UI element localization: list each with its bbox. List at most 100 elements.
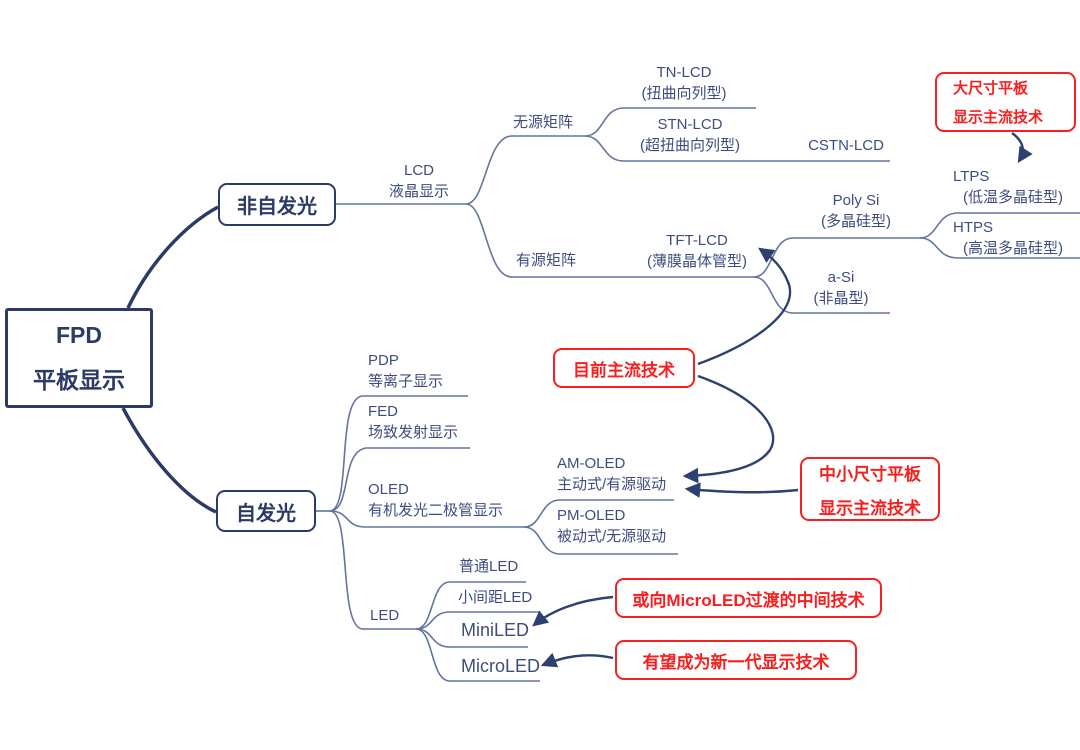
arrow-nextgen-to-microled <box>540 652 614 668</box>
oled-subtitle: 有机发光二极管显示 <box>368 502 504 519</box>
arrow-largepanel-to-ltps <box>1011 132 1033 163</box>
line-led-ordinary <box>415 581 526 630</box>
cstn-lcd-title: CSTN-LCD <box>808 137 884 154</box>
node-pdp[interactable]: PDP 等离子显示 <box>368 350 443 392</box>
pdp-subtitle: 等离子显示 <box>368 373 444 390</box>
passive-matrix-label: 无源矩阵 <box>512 114 574 131</box>
lcd-subtitle: 液晶显示 <box>388 183 450 200</box>
pm-oled-subtitle: 被动式/无源驱动 <box>557 528 667 545</box>
line-emissive-led <box>329 510 416 630</box>
pm-oled-title: PM-OLED <box>557 507 626 524</box>
am-oled-title: AM-OLED <box>557 455 626 472</box>
annotation-large-panel[interactable]: 大尺寸平板 显示主流技术 <box>935 72 1076 132</box>
htps-title: HTPS <box>953 219 994 236</box>
node-led[interactable]: LED <box>370 605 399 626</box>
node-poly-si[interactable]: Poly Si (多晶硅型) <box>821 190 891 232</box>
tft-lcd-subtitle: (薄膜晶体管型) <box>647 253 747 270</box>
node-tft-lcd[interactable]: TFT-LCD (薄膜晶体管型) <box>647 230 747 272</box>
node-emissive[interactable]: 自发光 <box>216 490 316 532</box>
led-title: LED <box>370 607 400 624</box>
root-subtitle: 平板显示 <box>33 366 125 393</box>
line-tft-asi <box>753 276 890 314</box>
poly-si-title: Poly Si <box>832 192 880 209</box>
node-non-emissive[interactable]: 非自发光 <box>218 183 336 226</box>
node-ordinary-led[interactable]: 普通LED <box>459 556 518 577</box>
node-fine-pitch-led[interactable]: 小间距LED <box>458 587 532 608</box>
node-htps[interactable]: HTPS (高温多晶硅型) <box>953 217 1063 259</box>
line-led-micro <box>415 628 540 682</box>
stn-lcd-subtitle: (超扭曲向列型) <box>640 137 740 154</box>
am-oled-subtitle: 主动式/有源驱动 <box>557 476 667 493</box>
non-emissive-label: 非自发光 <box>237 196 317 218</box>
microled-transition-label: 或向MicroLED过渡的中间技术 <box>632 590 865 610</box>
mini-led-title: MiniLED <box>461 620 530 640</box>
curve-root-to-emissive <box>121 407 217 514</box>
stn-lcd-title: STN-LCD <box>657 116 723 133</box>
root-branch-curves <box>121 205 219 514</box>
large-panel-line2: 显示主流技术 <box>953 109 1044 126</box>
root-title: FPD <box>56 321 102 348</box>
tn-lcd-title: TN-LCD <box>656 64 712 81</box>
branch-lines <box>316 107 1080 682</box>
emissive-label: 自发光 <box>236 502 296 525</box>
arrow-smallmedium-to-amoled <box>684 482 799 498</box>
annotation-current-mainstream[interactable]: 目前主流技术 <box>553 348 695 388</box>
node-mini-led[interactable]: MiniLED <box>461 618 529 642</box>
line-passive-tn <box>584 107 756 137</box>
active-matrix-label: 有源矩阵 <box>515 252 577 269</box>
line-emissive-fed <box>329 447 470 512</box>
line-emissive-pdp <box>329 395 468 512</box>
line-oled-pmoled <box>523 526 678 555</box>
ltps-title: LTPS <box>953 168 990 185</box>
node-stn-lcd[interactable]: STN-LCD (超扭曲向列型) <box>640 114 740 156</box>
line-lcd-active-tft <box>465 203 754 278</box>
line-oled-amoled <box>523 499 674 528</box>
fine-pitch-led-title: 小间距LED <box>458 589 533 606</box>
line-led-finepitch <box>415 611 540 630</box>
annotation-microled-transition[interactable]: 或向MicroLED过渡的中间技术 <box>615 578 882 618</box>
curve-root-to-non-emissive <box>126 205 219 309</box>
node-tn-lcd[interactable]: TN-LCD (扭曲向列型) <box>642 62 727 104</box>
next-generation-label: 有望成为新一代显示技术 <box>642 652 830 672</box>
node-lcd[interactable]: LCD 液晶显示 <box>389 160 449 202</box>
arrow-transition-to-miniled <box>532 595 614 627</box>
node-fpd-root[interactable]: FPD 平板显示 <box>5 308 153 408</box>
small-medium-line1: 中小尺寸平板 <box>819 464 921 484</box>
node-oled[interactable]: OLED 有机发光二极管显示 <box>368 479 503 521</box>
current-mainstream-label: 目前主流技术 <box>573 360 675 380</box>
node-fed[interactable]: FED 场致发射显示 <box>368 401 458 443</box>
node-active-matrix[interactable]: 有源矩阵 <box>516 250 576 271</box>
line-emissive-oled <box>329 510 524 528</box>
line-polysi-htps <box>919 237 1080 259</box>
node-passive-matrix[interactable]: 无源矩阵 <box>513 112 573 133</box>
annotation-next-generation[interactable]: 有望成为新一代显示技术 <box>615 640 857 680</box>
ltps-subtitle: (低温多晶硅型) <box>963 189 1063 206</box>
ordinary-led-title: 普通LED <box>459 558 519 575</box>
tn-lcd-subtitle: (扭曲向列型) <box>641 85 727 102</box>
annotation-arrows <box>532 132 1033 668</box>
node-cstn-lcd[interactable]: CSTN-LCD <box>808 135 884 156</box>
large-panel-line1: 大尺寸平板 <box>953 80 1029 97</box>
node-micro-led[interactable]: MicroLED <box>461 654 540 678</box>
line-lcd-passive <box>465 135 585 205</box>
oled-title: OLED <box>368 481 409 498</box>
a-si-subtitle: (非晶型) <box>813 290 869 307</box>
pdp-title: PDP <box>368 352 399 369</box>
small-medium-line2: 显示主流技术 <box>819 498 921 518</box>
tft-lcd-title: TFT-LCD <box>666 232 728 249</box>
node-ltps[interactable]: LTPS (低温多晶硅型) <box>953 166 1063 208</box>
arrow-current-to-amoled <box>682 374 775 484</box>
line-passive-stn-cstn <box>584 135 890 162</box>
line-polysi-ltps <box>919 212 1080 239</box>
fed-subtitle: 场致发射显示 <box>368 424 459 441</box>
node-pm-oled[interactable]: PM-OLED 被动式/无源驱动 <box>557 505 666 547</box>
htps-subtitle: (高温多晶硅型) <box>963 240 1063 257</box>
poly-si-subtitle: (多晶硅型) <box>821 213 891 230</box>
annotation-small-medium-panel[interactable]: 中小尺寸平板 显示主流技术 <box>800 457 940 521</box>
micro-led-title: MicroLED <box>461 656 541 676</box>
arrow-current-to-tft <box>697 247 792 366</box>
node-am-oled[interactable]: AM-OLED 主动式/有源驱动 <box>557 453 666 495</box>
node-a-si[interactable]: a-Si (非晶型) <box>814 267 869 309</box>
